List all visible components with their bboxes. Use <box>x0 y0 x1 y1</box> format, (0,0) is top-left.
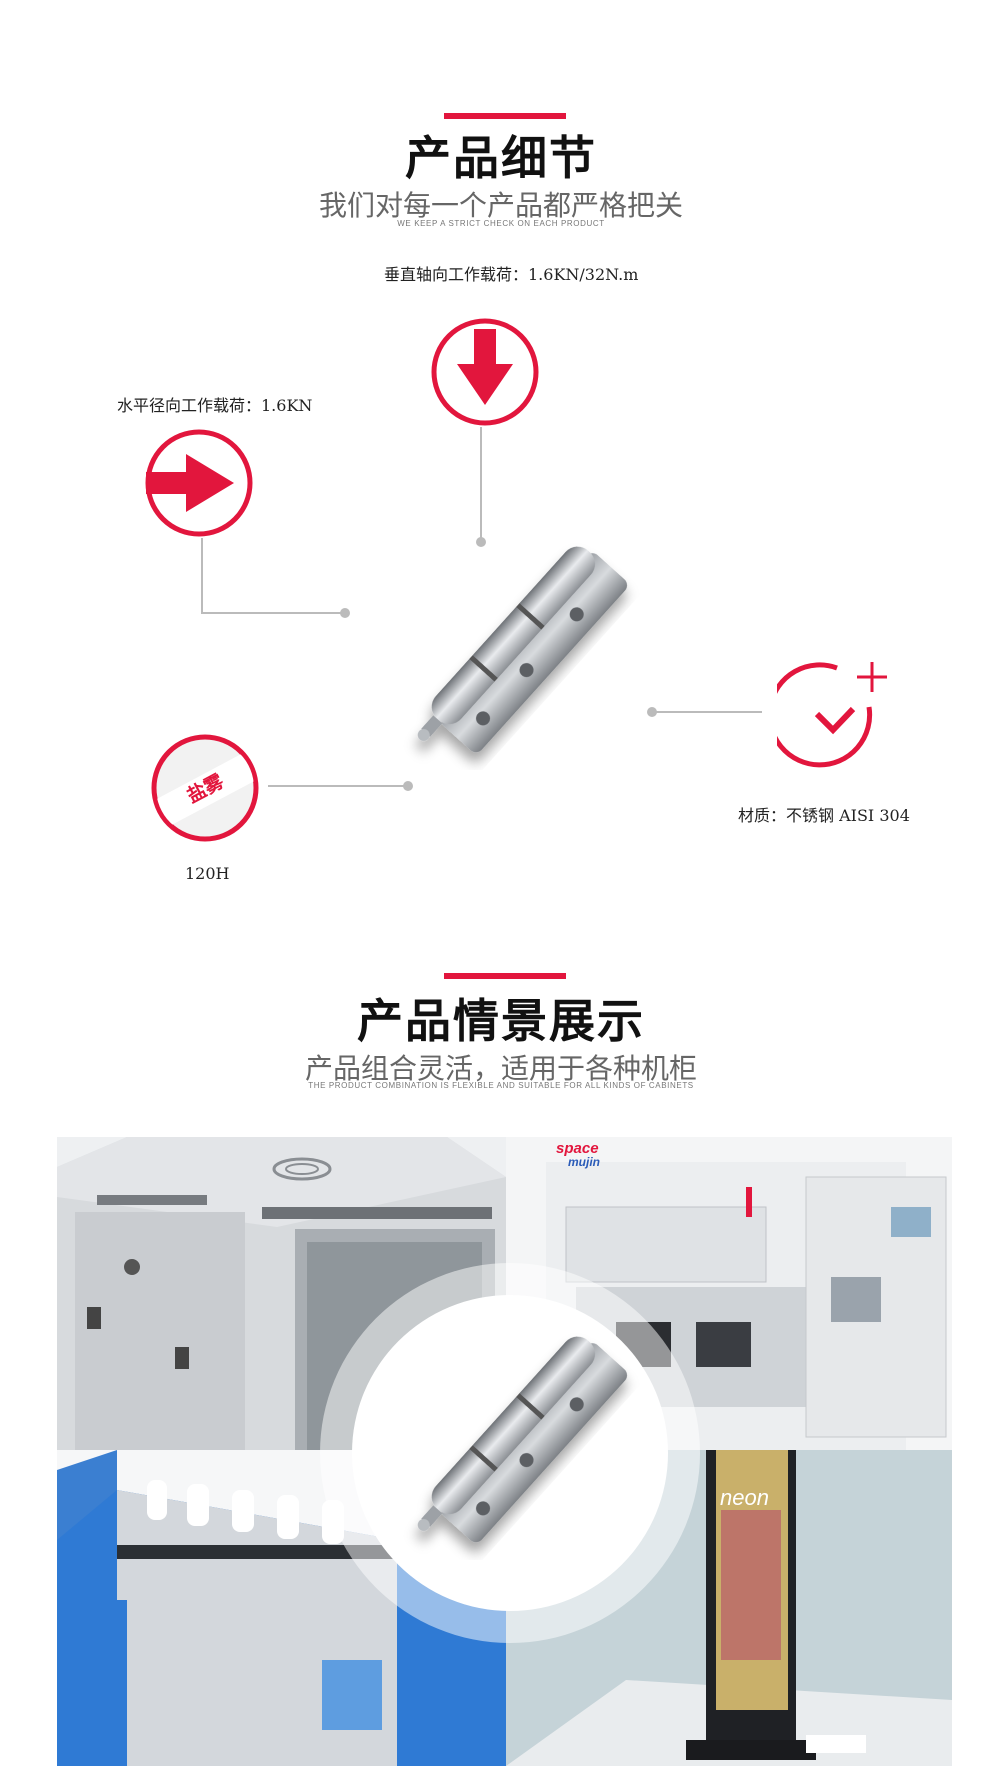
section-title-bar <box>444 973 566 979</box>
hinge-product-image <box>417 1336 628 1543</box>
horizontal-connector-vline <box>201 538 203 613</box>
hinge-product-image <box>417 546 628 753</box>
material-label: 材质：不锈钢 AISI 304 <box>738 806 910 825</box>
details-subtitle-en: WE KEEP A STRICT CHECK ON EACH PRODUCT <box>397 219 605 228</box>
details-title: 产品细节 <box>405 131 597 185</box>
details-subtitle: 我们对每一个产品都严格把关 <box>318 189 683 222</box>
photo2-brand-bottom: mujin <box>568 1155 600 1169</box>
scenes-title: 产品情景展示 <box>357 994 645 1048</box>
vertical-load-label: 垂直轴向工作载荷：1.6KN/32N.m <box>384 265 639 284</box>
salt-spray-icon: 盐雾 <box>151 734 259 842</box>
horizontal-connector-dot <box>340 608 350 618</box>
horizontal-connector-hline <box>201 612 345 614</box>
scenes-subtitle: 产品组合灵活，适用于各种机柜 <box>304 1052 697 1085</box>
clock-plus-icon <box>777 662 887 768</box>
section-title-bar <box>444 113 566 119</box>
arrow-right-icon <box>145 429 253 537</box>
material-connector-dot <box>647 707 657 717</box>
vertical-connector-dot <box>476 537 486 547</box>
photo4-poster-text: neon <box>720 1485 769 1510</box>
scene-photo-automation-machine: space mujin <box>506 1137 952 1450</box>
photo2-brand-top: space <box>556 1140 599 1157</box>
salt-hours-label: 120H <box>185 864 230 883</box>
vertical-connector-line <box>480 427 482 542</box>
scenes-subtitle-en: THE PRODUCT COMBINATION IS FLEXIBLE AND … <box>308 1081 694 1090</box>
salt-connector-line <box>268 785 408 787</box>
salt-connector-dot <box>403 781 413 791</box>
material-connector-line <box>656 711 762 713</box>
horizontal-load-label: 水平径向工作载荷：1.6KN <box>117 396 313 415</box>
arrow-down-icon <box>431 318 539 426</box>
